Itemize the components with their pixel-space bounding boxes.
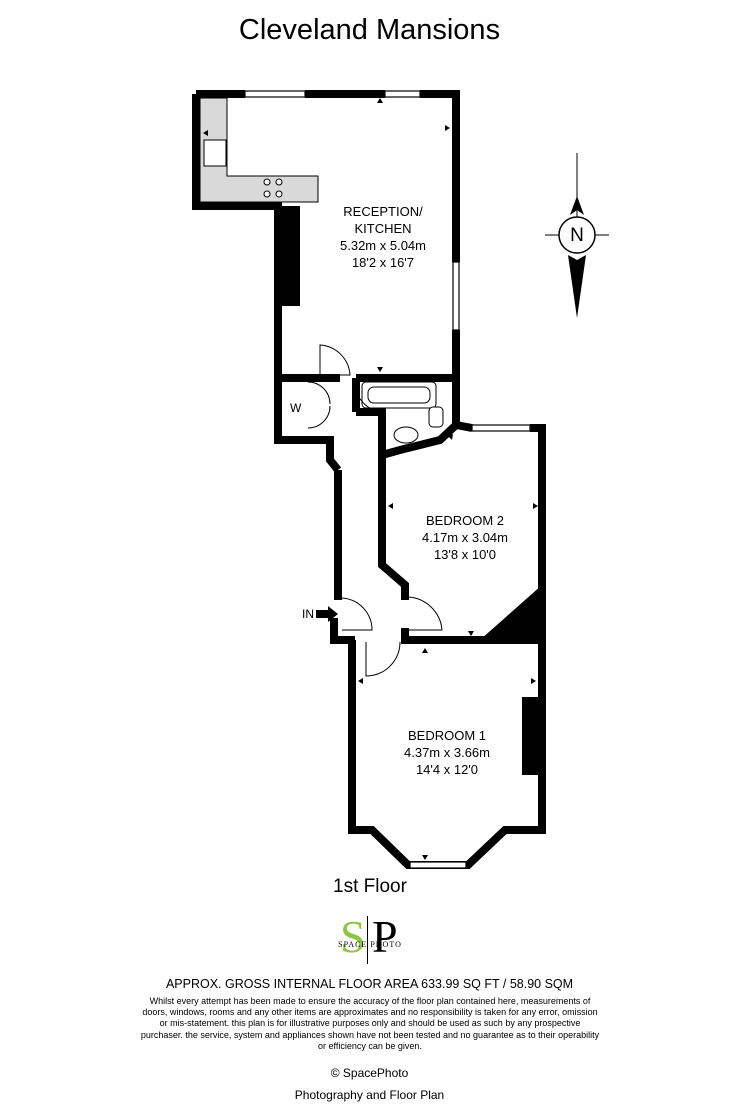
radiator-markers [203, 98, 538, 860]
room-name: RECEPTION/ [343, 204, 423, 219]
room-imperial: 14'4 x 12'0 [415, 762, 479, 777]
room-metric: 4.17m x 3.04m [422, 530, 508, 545]
disclaimer-text: Whilst every attempt has been made to en… [140, 996, 600, 1051]
walls [192, 90, 546, 869]
sink-icon [203, 139, 227, 167]
room-label-bedroom2: BEDROOM 2 4.17m x 3.04m 13'8 x 10'0 [400, 512, 530, 563]
doors [307, 344, 443, 677]
wardrobe-label: W [290, 401, 302, 415]
basin-icon [393, 426, 419, 444]
floor-label: 1st Floor [333, 876, 407, 897]
logo-letter-s: S [340, 911, 366, 962]
kitchen-counter [199, 97, 319, 203]
room-imperial: 18'2 x 16'7 [351, 255, 415, 270]
compass-label: N [570, 225, 584, 246]
room-name: BEDROOM 1 [407, 728, 486, 743]
hob-icon [263, 178, 271, 186]
chimney-breasts [282, 206, 542, 775]
copyright-text: © SpacePhoto [330, 1066, 409, 1080]
room-imperial: 13'8 x 10'0 [433, 547, 497, 562]
tagline-text: Photography and Floor Plan [294, 1088, 445, 1102]
windows [244, 90, 531, 869]
toilet-icon [428, 406, 444, 428]
plan-title: Cleveland Mansions [238, 14, 501, 46]
room-name: KITCHEN [354, 221, 412, 236]
bathroom-fittings [361, 381, 444, 444]
entrance-arrow-icon [316, 606, 338, 622]
logo-letter-p: P [372, 911, 398, 962]
room-metric: 5.32m x 5.04m [340, 238, 426, 253]
room-metric: 4.37m x 3.66m [404, 745, 490, 760]
room-label-bedroom1: BEDROOM 1 4.37m x 3.66m 14'4 x 12'0 [382, 727, 512, 778]
north-arrow-icon [545, 153, 609, 318]
floor-area-text: APPROX. GROSS INTERNAL FLOOR AREA 633.99… [165, 977, 574, 991]
space-photo-logo: S P SPACE PHOTO [320, 912, 420, 968]
room-label-reception: RECEPTION/ KITCHEN 5.32m x 5.04m 18'2 x … [318, 203, 448, 271]
room-name: BEDROOM 2 [425, 513, 504, 528]
logo-text: SPACE PHOTO [338, 940, 402, 949]
entrance-label: IN [302, 607, 314, 621]
logo-divider [367, 916, 368, 964]
